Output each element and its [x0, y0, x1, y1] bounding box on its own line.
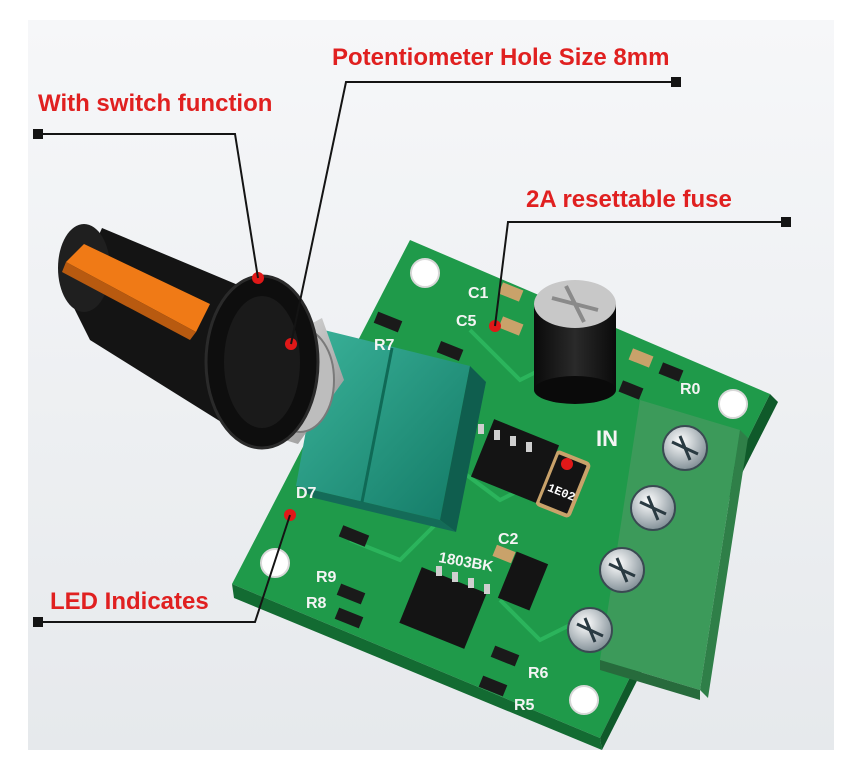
- knob: [58, 224, 320, 450]
- silk-c1: C1: [468, 285, 489, 302]
- silk-r8: R8: [306, 595, 327, 612]
- silk-c5: C5: [456, 313, 477, 330]
- callout-potentiometer-hole: Potentiometer Hole Size 8mm: [332, 44, 670, 71]
- silk-r9: R9: [316, 569, 337, 586]
- silk-r7: R7: [374, 337, 395, 354]
- silk-c2: C2: [498, 531, 519, 548]
- mount-hole: [410, 258, 440, 288]
- silk-r5: R5: [514, 697, 535, 714]
- silk-in: IN: [596, 426, 618, 451]
- callout-end-squares: [33, 77, 791, 627]
- mount-hole: [569, 685, 599, 715]
- screw-terminal: [567, 400, 748, 700]
- callout-switch-function: With switch function: [38, 90, 273, 117]
- mount-hole: [718, 389, 748, 419]
- silk-d7: D7: [296, 485, 317, 502]
- smd-components: [334, 282, 684, 697]
- capacitor: [534, 280, 616, 404]
- silk-r0: R0: [680, 381, 701, 398]
- knob-stripe: [66, 244, 210, 332]
- callout-resettable-fuse: 2A resettable fuse: [526, 186, 732, 213]
- callout-led-indicates: LED Indicates: [50, 588, 209, 615]
- marker-dot: [561, 458, 573, 470]
- silk-r6: R6: [528, 665, 549, 682]
- callout-lines: [38, 81, 786, 623]
- ic-chips: [399, 419, 560, 649]
